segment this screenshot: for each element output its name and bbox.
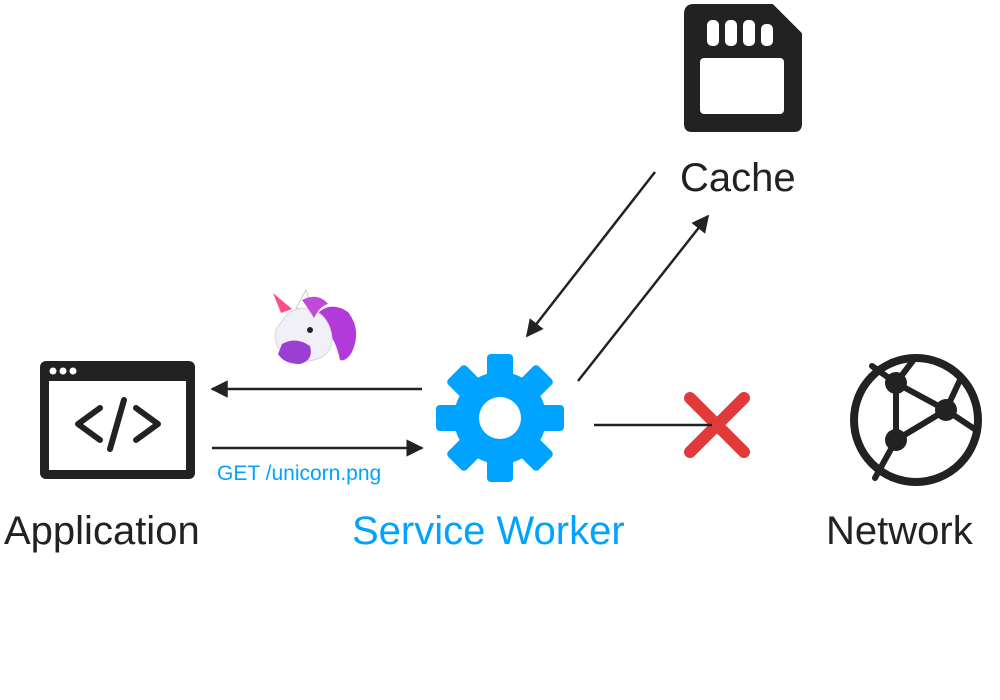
globe-network-icon	[850, 354, 982, 486]
network-label: Network	[826, 509, 973, 553]
worker-to-cache-arrow	[577, 214, 710, 382]
service-worker-label: Service Worker	[352, 509, 625, 553]
unicorn-icon	[273, 288, 357, 364]
cache-label: Cache	[680, 156, 796, 200]
red-x-icon	[684, 392, 750, 458]
gear-icon	[436, 354, 564, 482]
sd-card-icon	[684, 4, 802, 132]
code-window-icon	[40, 361, 195, 479]
request-label: GET /unicorn.png	[217, 462, 382, 485]
application-label: Application	[4, 509, 200, 553]
cache-to-worker-arrow	[525, 171, 656, 338]
